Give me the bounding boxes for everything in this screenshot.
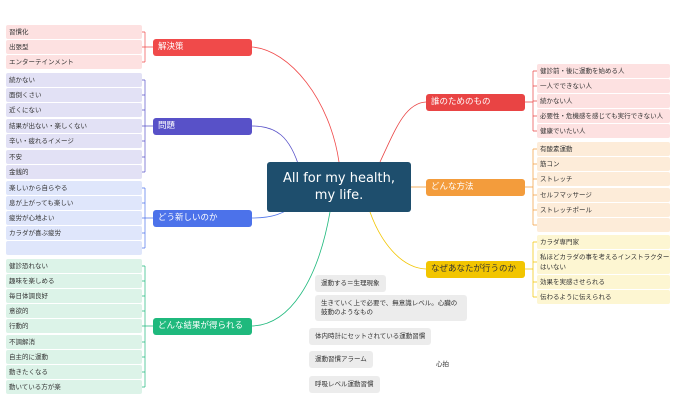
topic-for-whom[interactable]: 誰のためのもの bbox=[426, 94, 525, 111]
floating-topic-heart-rate[interactable]: 心拍 bbox=[436, 360, 449, 368]
subtopic-problem-6[interactable]: 不安 bbox=[6, 150, 142, 164]
subtopic-results-7[interactable]: 自主的に運動 bbox=[6, 350, 142, 364]
central-topic-line-1: All for my health, bbox=[282, 171, 396, 186]
floating-topic-physiology[interactable]: 運動する＝生理現象 bbox=[315, 275, 386, 292]
topic-solution[interactable]: 解決策 bbox=[153, 39, 252, 56]
subtopic-why-you-1[interactable]: カラダ専門家 bbox=[537, 235, 670, 249]
subtopic-problem-5[interactable]: 辛い・疲れるイメージ bbox=[6, 134, 142, 148]
subtopic-results-5[interactable]: 行動的 bbox=[6, 319, 142, 333]
subtopic-results-1[interactable]: 健診恐れない bbox=[6, 259, 142, 273]
topic-problem[interactable]: 問題 bbox=[153, 118, 252, 135]
subtopic-results-8[interactable]: 動きたくなる bbox=[6, 365, 142, 379]
topic-method[interactable]: どんな方法 bbox=[426, 179, 525, 196]
floating-topic-alarm[interactable]: 運動習慣アラーム bbox=[309, 351, 373, 368]
subtopic-newness-4[interactable]: カラダが喜ぶ疲労 bbox=[6, 226, 142, 240]
subtopic-solution-2[interactable]: 出張型 bbox=[6, 40, 142, 54]
subtopic-method-4[interactable]: セルフマッサージ bbox=[537, 188, 670, 202]
topic-why-you[interactable]: なぜあなたが行うのか bbox=[426, 261, 525, 278]
subtopic-for-whom-4[interactable]: 必要性・危機感を感じても実行できない人 bbox=[537, 109, 670, 123]
subtopic-results-9[interactable]: 動いている方が楽 bbox=[6, 380, 142, 394]
subtopic-newness-2[interactable]: 息が上がっても楽しい bbox=[6, 196, 142, 210]
floating-topic-heartbeat-analogy[interactable]: 生きていく上で必要で、無意識レベル。心臓の鼓動のようなもの bbox=[315, 295, 467, 321]
central-topic[interactable]: All for my health, my life. bbox=[267, 162, 411, 212]
subtopic-why-you-3[interactable]: 効果を実感させられる bbox=[537, 275, 670, 289]
subtopic-problem-1[interactable]: 続かない bbox=[6, 73, 142, 87]
topic-results[interactable]: どんな結果が得られる bbox=[153, 318, 252, 335]
floating-topic-body-clock[interactable]: 体内時計にセットされている運動習慣 bbox=[309, 328, 432, 345]
subtopic-results-3[interactable]: 毎日体調良好 bbox=[6, 289, 142, 303]
subtopic-why-you-4[interactable]: 伝わるように伝えられる bbox=[537, 290, 670, 304]
subtopic-method-2[interactable]: 筋コン bbox=[537, 157, 670, 171]
subtopic-solution-1[interactable]: 習慣化 bbox=[6, 25, 142, 39]
subtopic-results-2[interactable]: 趣味を楽しめる bbox=[6, 274, 142, 288]
subtopic-method-3[interactable]: ストレッチ bbox=[537, 172, 670, 186]
subtopic-problem-7[interactable]: 金銭的 bbox=[6, 165, 142, 179]
subtopic-method-5[interactable]: ストレッチポール bbox=[537, 203, 670, 217]
subtopic-for-whom-2[interactable]: 一人でできない人 bbox=[537, 79, 670, 93]
subtopic-results-6[interactable]: 不調解消 bbox=[6, 335, 142, 349]
subtopic-solution-3[interactable]: エンターテインメント bbox=[6, 55, 142, 69]
subtopic-method-6[interactable] bbox=[537, 218, 670, 232]
subtopic-newness-1[interactable]: 楽しいから自らやる bbox=[6, 181, 142, 195]
subtopic-newness-3[interactable]: 疲労が心地よい bbox=[6, 211, 142, 225]
subtopic-why-you-2[interactable]: 私ほどカラダの事を考えるインストラクターはいない bbox=[537, 250, 670, 274]
subtopic-for-whom-5[interactable]: 健康でいたい人 bbox=[537, 124, 670, 138]
floating-topic-breathing-level[interactable]: 呼吸レベル運動習慣 bbox=[309, 376, 380, 393]
subtopic-newness-5[interactable] bbox=[6, 241, 142, 255]
subtopic-results-4[interactable]: 意欲的 bbox=[6, 304, 142, 318]
subtopic-for-whom-1[interactable]: 健診前・後に運動を始める人 bbox=[537, 64, 670, 78]
topic-newness[interactable]: どう新しいのか bbox=[153, 210, 252, 227]
subtopic-method-1[interactable]: 有酸素運動 bbox=[537, 142, 670, 156]
subtopic-problem-3[interactable]: 近くにない bbox=[6, 103, 142, 117]
subtopic-problem-2[interactable]: 面倒くさい bbox=[6, 88, 142, 102]
subtopic-problem-4[interactable]: 結果が出ない・楽しくない bbox=[6, 119, 142, 133]
subtopic-for-whom-3[interactable]: 続かない人 bbox=[537, 94, 670, 108]
central-topic-line-2: my life. bbox=[314, 188, 364, 203]
